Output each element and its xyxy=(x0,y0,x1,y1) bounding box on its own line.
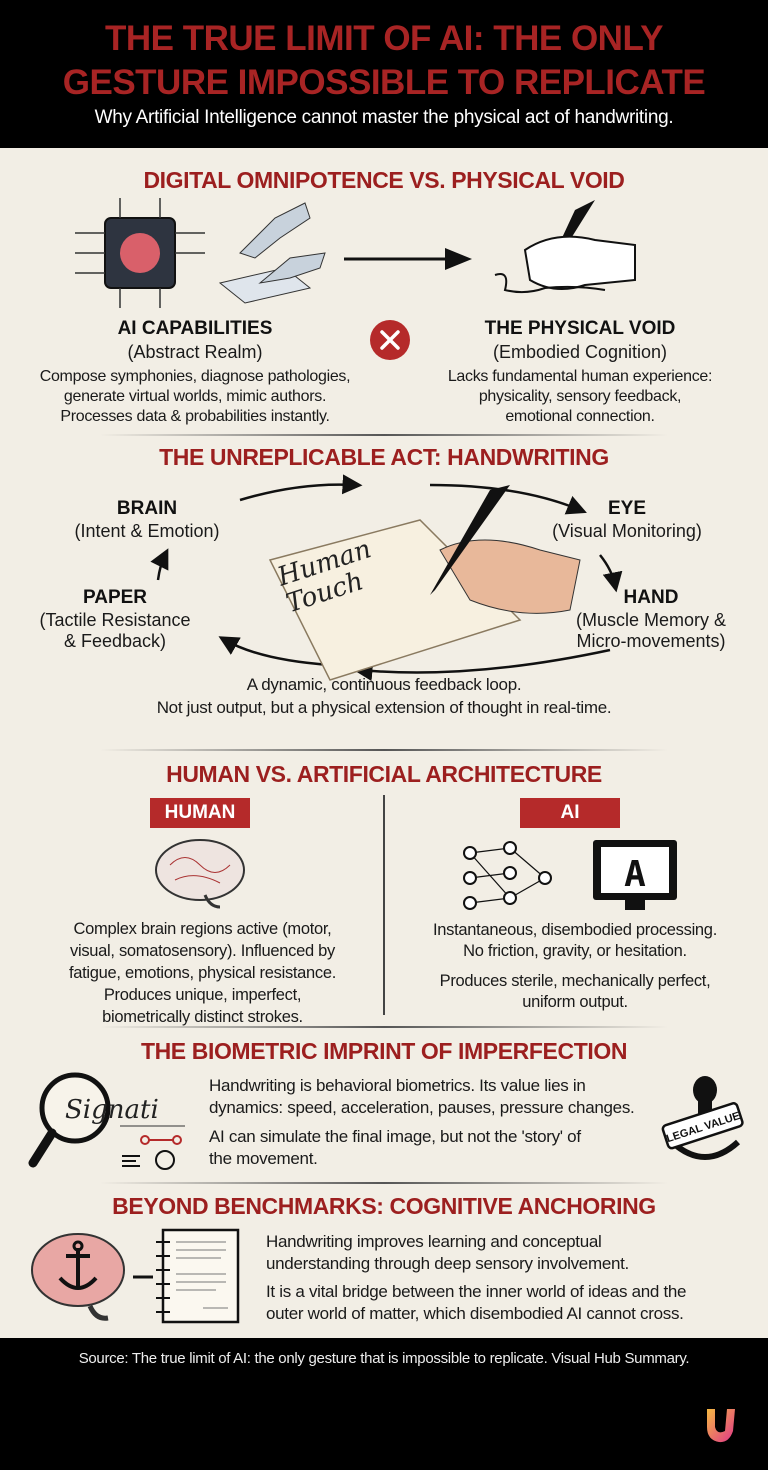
text-line: Processes data & probabilities instantly… xyxy=(60,408,330,425)
text-line: physicality, sensory feedback, xyxy=(478,388,682,405)
text-line: generate virtual worlds, mimic authors. xyxy=(63,388,327,405)
header xyxy=(0,0,768,148)
text-line: (Tactile Resistance xyxy=(39,610,191,630)
text-line: Produces unique, imperfect, xyxy=(103,986,302,1004)
section2-heading: THE UNREPLICABLE ACT: HANDWRITING xyxy=(159,444,609,470)
text-line: Handwriting is behavioral biometrics. It… xyxy=(209,1076,586,1095)
footer xyxy=(0,1338,768,1470)
text-line: Complex brain regions active (motor, xyxy=(73,920,332,938)
text-line: Micro-movements) xyxy=(576,631,726,651)
brand-logo-icon xyxy=(707,1409,735,1443)
text-line: understanding through deep sensory invol… xyxy=(266,1254,629,1273)
human-badge: HUMAN xyxy=(150,798,250,828)
arrow-right-icon xyxy=(344,248,472,270)
text-line: Not just output, but a physical extensio… xyxy=(156,698,612,717)
divider xyxy=(100,749,668,751)
svg-text:A: A xyxy=(624,854,646,895)
ai-text-2: Produces sterile, mechanically perfect, u… xyxy=(390,971,760,1013)
divider xyxy=(100,1026,668,1028)
text-line: Produces sterile, mechanically perfect, xyxy=(439,972,711,990)
hand-desc: (Muscle Memory &Micro-movements) xyxy=(551,610,751,652)
physical-void-title: THE PHYSICAL VOID xyxy=(484,318,676,339)
ai-badge: AI xyxy=(520,798,620,828)
eye-label: EYE xyxy=(607,498,647,519)
human-text: Complex brain regions active (motor, visu… xyxy=(20,918,385,1028)
divider xyxy=(100,1182,668,1184)
legal-stamp-icon: LEGAL VALUE xyxy=(661,1076,744,1160)
hand-label: HAND xyxy=(623,587,679,608)
page-subtitle: Why Artificial Intelligence cannot maste… xyxy=(94,107,674,128)
text-line: Instantaneous, disembodied processing. xyxy=(433,921,717,939)
human-brain-icon xyxy=(155,839,245,909)
physical-void-text: Lacks fundamental human experience: physi… xyxy=(410,367,750,427)
brain-label: BRAIN xyxy=(116,498,178,519)
text-line: fatigue, emotions, physical resistance. xyxy=(68,964,337,982)
section4-heading: THE BIOMETRIC IMPRINT OF IMPERFECTION xyxy=(140,1038,628,1064)
text-line: biometrically distinct strokes. xyxy=(102,1008,303,1026)
text-line: emotional connection. xyxy=(505,408,655,425)
text-line: Handwriting improves learning and concep… xyxy=(266,1232,602,1251)
text-line: A dynamic, continuous feedback loop. xyxy=(246,675,522,694)
divider xyxy=(100,434,668,436)
page-title-line1: THE TRUE LIMIT OF AI: THE ONLY xyxy=(105,19,663,58)
text-line: dynamics: speed, acceleration, pauses, p… xyxy=(209,1098,635,1117)
ai-capabilities-text: Compose symphonies, diagnose pathologies… xyxy=(0,367,390,427)
magnifier-signature-icon: Signati xyxy=(28,1072,185,1170)
section3-heading: HUMAN VS. ARTIFICIAL ARCHITECTURE xyxy=(166,761,602,787)
text-line: (Muscle Memory & xyxy=(575,610,727,630)
hand-pen-icon xyxy=(494,200,636,294)
loop-caption: A dynamic, continuous feedback loop. Not … xyxy=(0,673,768,719)
ai-text-1: Instantaneous, disembodied processing. No… xyxy=(390,920,760,962)
ai-capabilities-title: AI CAPABILITIES xyxy=(117,318,273,339)
biometric-text-1: Handwriting is behavioral biometrics. It… xyxy=(209,1075,635,1119)
feedback-loop-diagram xyxy=(150,474,623,682)
text-line: visual, somatosensory). Influenced by xyxy=(70,942,335,960)
text-line: & Feedback) xyxy=(63,631,167,651)
neural-network-monitor-icon: A xyxy=(463,840,677,910)
ai-capabilities-subtitle: (Abstract Realm) xyxy=(127,342,263,362)
section5-heading: BEYOND BENCHMARKS: COGNITIVE ANCHORING xyxy=(112,1193,656,1219)
text-line: It is a vital bridge between the inner w… xyxy=(266,1282,687,1301)
text-line: Compose symphonies, diagnose pathologies… xyxy=(39,368,351,385)
source-text: Source: The true limit of AI: the only g… xyxy=(78,1350,690,1367)
eye-desc: (Visual Monitoring) xyxy=(552,521,702,541)
column-divider xyxy=(383,795,385,1015)
paper-label: PAPER xyxy=(82,587,148,608)
signature-text: Signati xyxy=(65,1095,159,1125)
x-circle-icon xyxy=(370,320,410,360)
text-line: AI can simulate the final image, but not… xyxy=(209,1127,581,1146)
page-title-line2: GESTURE IMPOSSIBLE TO REPLICATE xyxy=(62,63,706,102)
ai-chip-robot-icon xyxy=(75,198,326,308)
text-line: Lacks fundamental human experience: xyxy=(447,368,713,385)
section1-heading: DIGITAL OMNIPOTENCE VS. PHYSICAL VOID xyxy=(143,167,625,193)
physical-void-subtitle: (Embodied Cognition) xyxy=(492,342,668,362)
anchoring-text-2: It is a vital bridge between the inner w… xyxy=(266,1281,687,1325)
brain-anchor-notebook-icon xyxy=(31,1228,240,1324)
anchoring-text-1: Handwriting improves learning and concep… xyxy=(266,1231,629,1275)
text-line: the movement. xyxy=(209,1149,318,1168)
paper-desc: (Tactile Resistance& Feedback) xyxy=(15,610,215,652)
brain-desc: (Intent & Emotion) xyxy=(74,521,220,541)
biometric-text-2: AI can simulate the final image, but not… xyxy=(209,1126,581,1170)
text-line: No friction, gravity, or hesitation. xyxy=(463,942,687,960)
text-line: outer world of matter, which disembodied… xyxy=(266,1304,684,1323)
text-line: uniform output. xyxy=(522,993,628,1011)
